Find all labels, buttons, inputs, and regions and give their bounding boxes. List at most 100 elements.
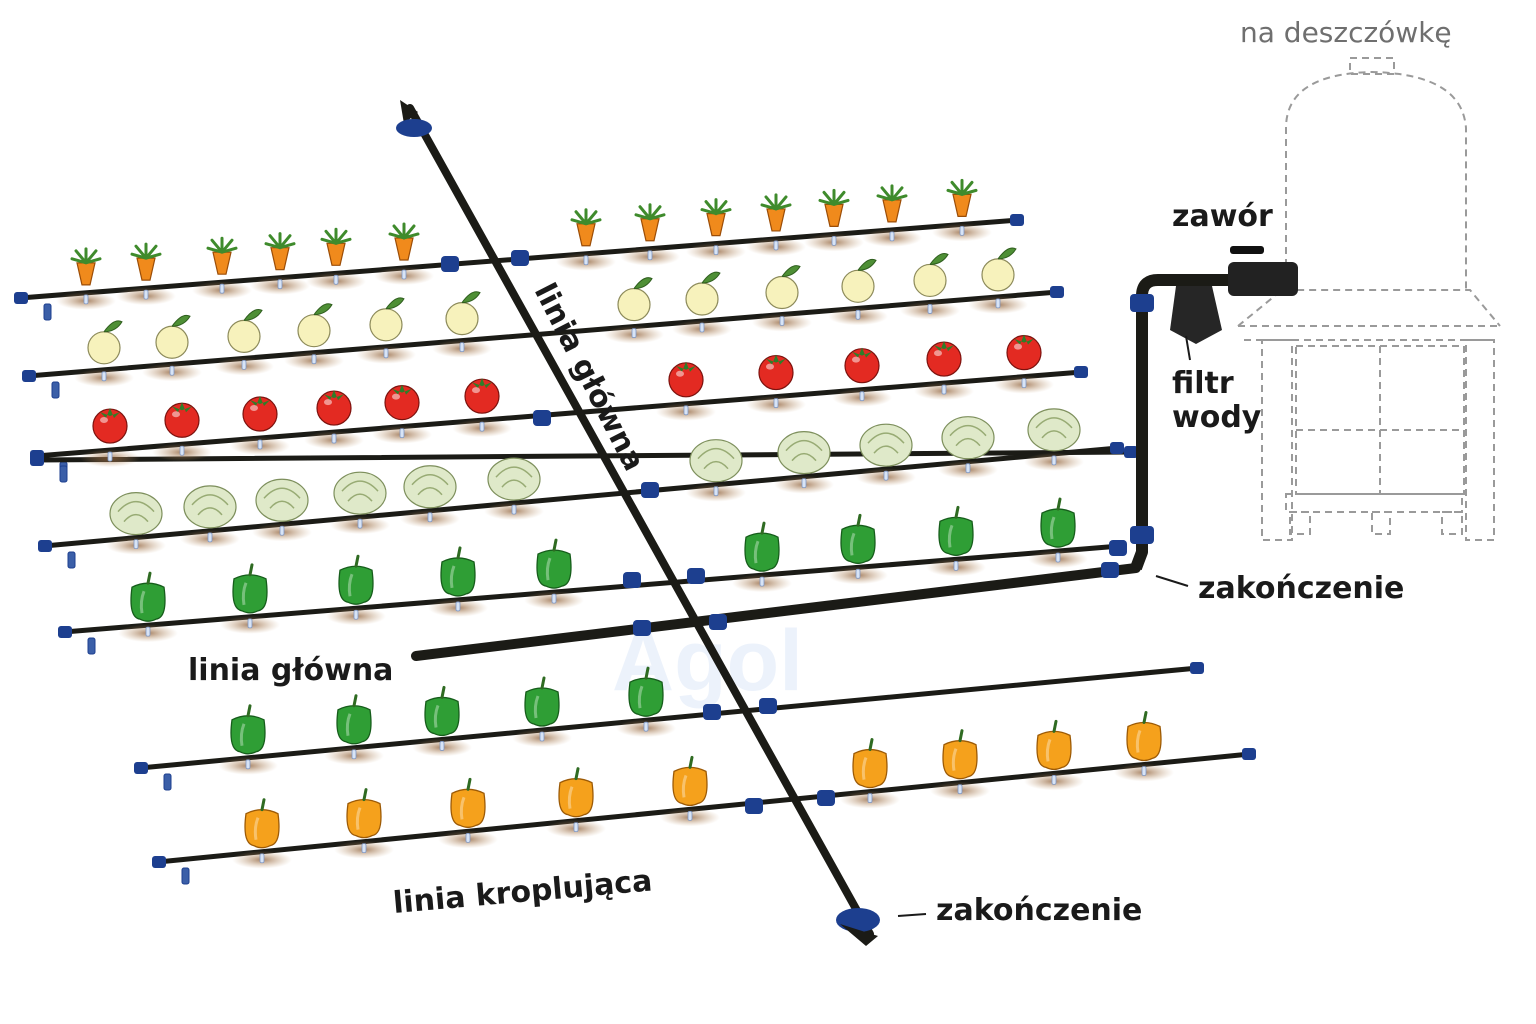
onion-plant [685,271,721,316]
rainwater-tank [1237,57,1501,541]
line-stake [163,773,172,791]
dripper [245,759,251,770]
carrot-plant [876,184,908,223]
dripper [759,576,765,587]
dripper [459,342,465,353]
cabbage-plant [941,416,995,460]
main-line-horizontal-label: linia główna [188,653,393,688]
dripper [133,539,139,550]
dripper [361,843,367,854]
connector [633,620,651,636]
dripper [83,294,89,305]
dripper [855,309,861,320]
pepper-orange-plant [244,798,280,849]
carrot-plant [206,236,238,275]
diagonal-end-top [400,100,418,124]
dripper [859,391,865,402]
dripper [277,279,283,290]
dripper [311,354,317,365]
tomato-plant [384,384,420,421]
pepper-green-plant [744,521,780,572]
carrot-plant [760,193,792,232]
end-plug [58,626,72,638]
dripper [145,626,151,637]
tomato-plant [844,347,880,384]
line-stake [59,465,68,483]
dripper [427,512,433,523]
pepper-green-plant [130,571,166,622]
onion-plant [297,303,333,348]
pepper-green-plant [938,505,974,557]
carrot-plant [264,232,296,271]
dripper [699,322,705,333]
dripper [995,298,1001,309]
end-plug [1074,366,1088,378]
plant-row [74,247,1028,387]
onion-plant [981,247,1017,292]
dripper [439,741,445,751]
end-plug [152,856,166,868]
connector [759,698,777,714]
dripper [713,245,719,256]
dripper [383,348,389,359]
pepper-green-plant [536,538,572,589]
cabbage-plant [859,423,913,467]
connector [709,614,727,630]
drip-pipe [155,751,1253,865]
dripper [107,451,113,462]
rainwater-label: na deszczówkę [1240,16,1452,49]
dripper [683,405,689,416]
dripper [1055,552,1061,563]
dripper [647,250,653,261]
filter-label-line2: wody [1172,400,1262,435]
dripper [831,235,837,246]
dripper [889,231,895,242]
connector [687,568,705,584]
tomato-plant [242,396,278,432]
dripper [455,601,461,612]
connector [817,790,835,806]
dripper [539,731,545,742]
connector [703,704,721,720]
connector [1109,540,1127,556]
diagonal-main-line [406,104,874,938]
drip-line-label: linia kroplująca [392,863,654,921]
drip-row [38,442,1124,569]
pepper-green-plant [440,546,476,597]
onion-plant [841,258,877,303]
onion-plant [617,277,653,322]
dripper [479,421,485,432]
end-plug [1124,446,1138,458]
onion-plant [913,253,949,298]
end-cap-right-leader [1155,575,1189,587]
pepper-orange-plant [672,755,708,807]
end-cap-bottom-leader [897,913,927,917]
carrot-plant [570,208,602,247]
pepper-orange-plant [1036,719,1072,771]
dripper [333,274,339,285]
dripper [801,478,807,489]
line-stake [51,381,60,399]
cabbage-plant [403,465,457,509]
end-plug [1050,286,1064,298]
end-cap-bottom-label: zakończenie [936,893,1142,928]
plant-row [56,178,992,310]
diagonal-end-bottom [840,924,878,946]
pepper-green-plant [524,676,560,727]
dripper [401,269,407,280]
end-plug [22,370,36,382]
dripper [855,568,861,579]
carrot-plant [818,188,850,227]
dripper [357,518,363,529]
dripper [465,832,471,843]
carrot-plant [946,178,978,217]
end-plug [1190,662,1204,674]
connector [623,572,641,588]
onion-plant [87,320,123,365]
drip-row [152,748,1256,885]
connector [1101,562,1119,578]
cabbage-plant [109,492,163,536]
cabbage-plant [183,485,237,529]
end-plug [38,540,52,552]
dripper [551,593,557,604]
